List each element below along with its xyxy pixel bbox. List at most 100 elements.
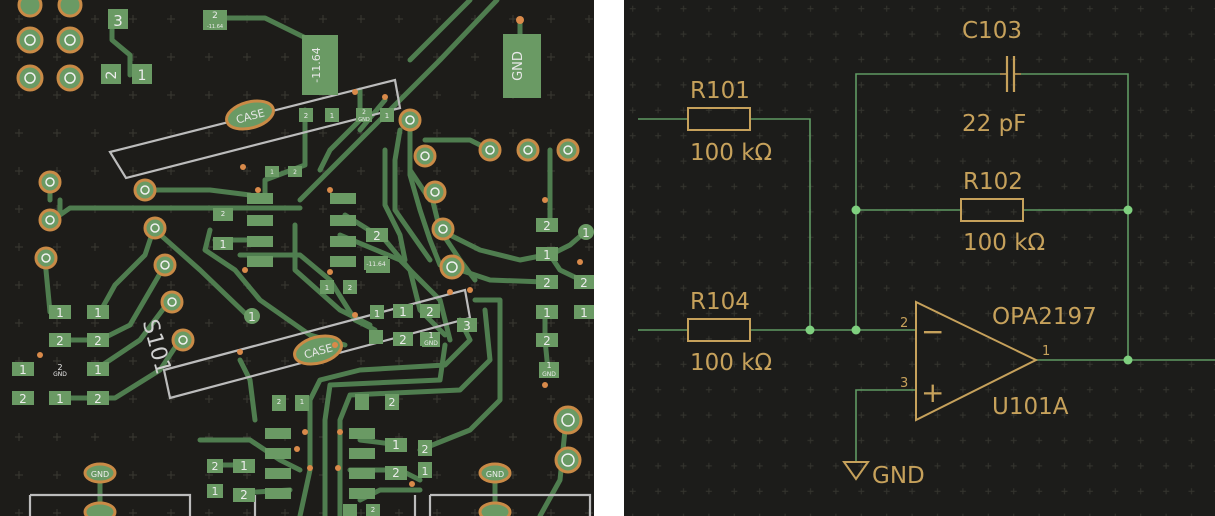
pad-sublabel: GND (542, 371, 556, 378)
pad-label: 2 (348, 284, 352, 292)
resistor-r104[interactable]: R104 100 kΩ (687, 289, 772, 376)
gnd-pads-bottom[interactable] (83, 462, 512, 516)
pad-label: 1 (543, 306, 551, 320)
ground-label: GND (872, 463, 925, 489)
pad-sublabel: GND (424, 340, 438, 347)
pad-label: 2 (56, 334, 64, 348)
case-pad-upper[interactable]: CASE (223, 96, 276, 134)
pad-label: 1 (56, 392, 64, 406)
test-point-right-label: 1 (582, 226, 590, 240)
neg-voltage-label: -11.64 (310, 47, 323, 82)
pad-label: 2 (221, 210, 225, 218)
pad-label: 1 (56, 306, 64, 320)
pad-label: 2 (293, 169, 297, 176)
pad-label: 1 (392, 438, 400, 452)
pin-number-output: 1 (1042, 344, 1050, 359)
smd-pads[interactable] (12, 9, 594, 516)
pad-label: 3 (113, 12, 123, 30)
r101-value: 100 kΩ (690, 140, 772, 166)
ground-symbol[interactable]: GND (842, 461, 925, 489)
opamp-part-value: OPA2197 (992, 304, 1097, 330)
pin-number-inverting: 2 (900, 316, 908, 331)
pad-label: 2 (240, 488, 248, 502)
pad-label: 3 (463, 319, 471, 333)
r104-value: 100 kΩ (690, 350, 772, 376)
inverting-input-symbol: − (921, 315, 944, 348)
pad-label: 1 (220, 238, 227, 251)
pad-label: 2 (57, 363, 62, 372)
pad-label: 1 (330, 112, 334, 120)
panel-divider (594, 0, 624, 516)
pad-label: 2 (104, 71, 120, 80)
pad-sublabel: -11.64 (207, 24, 223, 30)
pad-label: 2 (373, 229, 381, 243)
schematic-canvas[interactable]: C103 22 pF R101 100 kΩ R102 100 kΩ R104 … (624, 0, 1215, 516)
test-point-left[interactable]: 1 (244, 308, 260, 324)
pad-label: 2 (94, 392, 102, 406)
pad-label: 1 (374, 309, 380, 320)
copper-traces (42, 0, 588, 516)
pad-label: 2 (304, 112, 308, 120)
pad-label: 1 (543, 248, 551, 262)
pin-number-noninverting: 3 (900, 376, 908, 391)
pad-label: 1 (94, 363, 102, 377)
pad-label: 1 (385, 112, 389, 120)
r101-reference: R101 (690, 78, 750, 104)
vias (37, 16, 583, 487)
through-hole-drills (24, 34, 575, 467)
pad-sublabel: GND (358, 117, 370, 123)
c103-value: 22 pF (962, 111, 1026, 137)
pad-label: 1 (399, 305, 407, 319)
test-point-left-label: 1 (248, 310, 256, 324)
gnd-pad-left-label: GND (91, 470, 109, 479)
pad-label: 1 (19, 363, 27, 377)
schematic-view[interactable]: C103 22 pF R101 100 kΩ R102 100 kΩ R104 … (624, 0, 1215, 516)
pad-label: 1 (428, 331, 433, 340)
pad-label: 2 (212, 460, 219, 473)
pad-label: 2 (543, 276, 551, 290)
gnd-net-label: GND (511, 51, 526, 81)
through-hole-pads[interactable] (16, 0, 583, 474)
capacitor-c103[interactable]: C103 22 pF (962, 18, 1026, 137)
r102-value: 100 kΩ (963, 230, 1045, 256)
net-pad-neg-voltage[interactable]: -11.64 (302, 35, 338, 95)
case-pad-lower[interactable]: CASE (291, 331, 344, 369)
c103-reference: C103 (962, 18, 1022, 44)
pad-label: 1 (546, 361, 551, 370)
pad-label: 1 (270, 169, 274, 176)
pad-sublabel: -11.64 (366, 261, 386, 268)
pad-label: 1 (240, 459, 248, 473)
noninverting-input-symbol: + (921, 376, 944, 409)
pcb-layout-view[interactable]: S101 CASE CASE -11.64 GND (0, 0, 594, 516)
pad-label: 2 (399, 333, 407, 347)
pad-label: 2 (19, 392, 27, 406)
pad-label: 2 (94, 334, 102, 348)
r102-reference: R102 (963, 169, 1023, 195)
opamp-reference: U101A (992, 394, 1069, 420)
pad-label: 2 (426, 305, 434, 319)
pad-sublabel: GND (53, 371, 67, 378)
pad-label: 1 (212, 485, 219, 498)
pad-label: 2 (277, 398, 281, 406)
pad-label: 2 (362, 109, 366, 116)
pad-label: 2 (392, 466, 400, 480)
pad-label: 2 (422, 443, 429, 456)
pad-label: 2 (543, 334, 551, 348)
pad-label: 1 (422, 465, 429, 478)
pad-label: 2 (543, 219, 551, 233)
pad-label: 1 (580, 306, 588, 320)
resistor-r101[interactable]: R101 100 kΩ (687, 78, 772, 166)
pad-label: 1 (325, 284, 329, 292)
pcb-canvas[interactable]: S101 CASE CASE -11.64 GND (0, 0, 594, 516)
pad-label: 2 (371, 506, 375, 514)
test-point-right[interactable]: 1 (578, 224, 594, 240)
pad-label: 2 (389, 396, 396, 409)
pad-label: 1 (138, 68, 147, 84)
opamp-u101a[interactable]: − + 2 3 1 OPA2197 U101A (900, 300, 1097, 422)
resistor-r102[interactable]: R102 100 kΩ (960, 169, 1045, 256)
pad-label: 2 (580, 276, 588, 290)
net-pad-gnd[interactable]: GND (503, 34, 541, 98)
schematic-grid (624, 0, 1215, 516)
pad-label: 1 (94, 306, 102, 320)
r104-reference: R104 (690, 289, 750, 315)
